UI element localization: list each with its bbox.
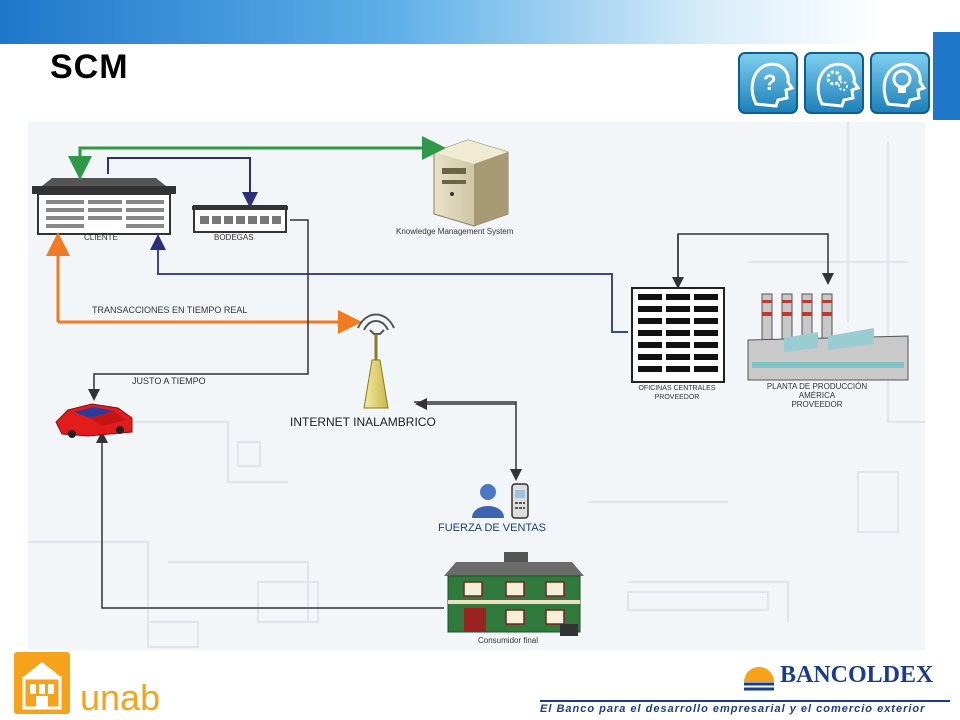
oficinas-label-line2: PROVEEDOR: [654, 394, 700, 401]
planta-label-line3: PROVEEDOR: [791, 400, 843, 409]
consumidor-car-arrow: [96, 431, 444, 609]
kms-label: Knowledge Management System: [396, 227, 514, 236]
cliente-label: CLIENTE: [84, 233, 118, 242]
page-title: SCM: [50, 48, 129, 86]
gears-head-icon: [804, 52, 864, 114]
lightbulb-head-icon: [870, 52, 930, 114]
university-building-icon: [14, 652, 70, 714]
planta-label-line1: PLANTA DE PRODUCCIÓN: [766, 382, 868, 391]
consumidor-label: Consumidor final: [478, 636, 539, 645]
bancoldex-sun-icon: [744, 667, 774, 691]
oficinas-label-line1: OFICINAS CENTRALES: [638, 385, 716, 392]
bancoldex-tagline: El Banco para el desarrollo empresarial …: [540, 703, 926, 715]
scm-diagram: CLIENTE BODEGAS Knowledge Management Sys…: [28, 122, 925, 650]
kms-to-cliente-arrow: [68, 146, 440, 180]
circuit-background: [28, 122, 925, 648]
question-head-icon: ?: [738, 52, 798, 114]
unab-wordmark: unab: [80, 677, 161, 718]
factory-icon: [747, 293, 909, 381]
justo-a-tiempo-label: JUSTO A TIEMPO: [132, 376, 206, 386]
cellphone-icon: [511, 483, 529, 519]
bodegas-label: BODEGAS: [214, 233, 254, 242]
bancoldex-wordmark: BANCOLDEX: [780, 662, 934, 688]
fuerza-label: FUERZA DE VENTAS: [438, 522, 546, 534]
oficinas-to-cliente-arrow: [150, 234, 628, 333]
salesperson-icon: [472, 484, 504, 518]
car-icon: [55, 403, 133, 438]
planta-label: PLANTA DE PRODUCCIÓN AMÉRICA PROVEEDOR: [752, 382, 882, 409]
justo-a-tiempo-arrow: [88, 219, 309, 401]
house-icon: [444, 552, 584, 636]
tagline-divider: [540, 700, 950, 702]
antenna-icon: [357, 313, 395, 409]
internet-fuerza-arrow: [414, 401, 522, 481]
svg-text:?: ?: [763, 70, 776, 95]
header-icons: ?: [738, 52, 930, 114]
transacciones-label: TRANSACCIONES EN TIEMPO REAL: [92, 305, 248, 315]
oficinas-building-icon: [631, 287, 725, 383]
server-icon: [433, 139, 509, 227]
bodegas-building-icon: [192, 205, 288, 233]
internet-label: INTERNET INALAMBRICO: [290, 415, 436, 429]
oficinas-planta-arrow: [677, 233, 834, 286]
oficinas-label: OFICINAS CENTRALES PROVEEDOR: [622, 384, 732, 402]
cliente-building-icon: [32, 178, 176, 235]
diagram-canvas: [28, 122, 925, 648]
planta-label-line2: AMÉRICA: [798, 391, 836, 400]
cliente-bodegas-arrow: [107, 157, 258, 208]
header-gradient-bar: [0, 0, 880, 44]
right-accent-bar: [933, 32, 960, 120]
